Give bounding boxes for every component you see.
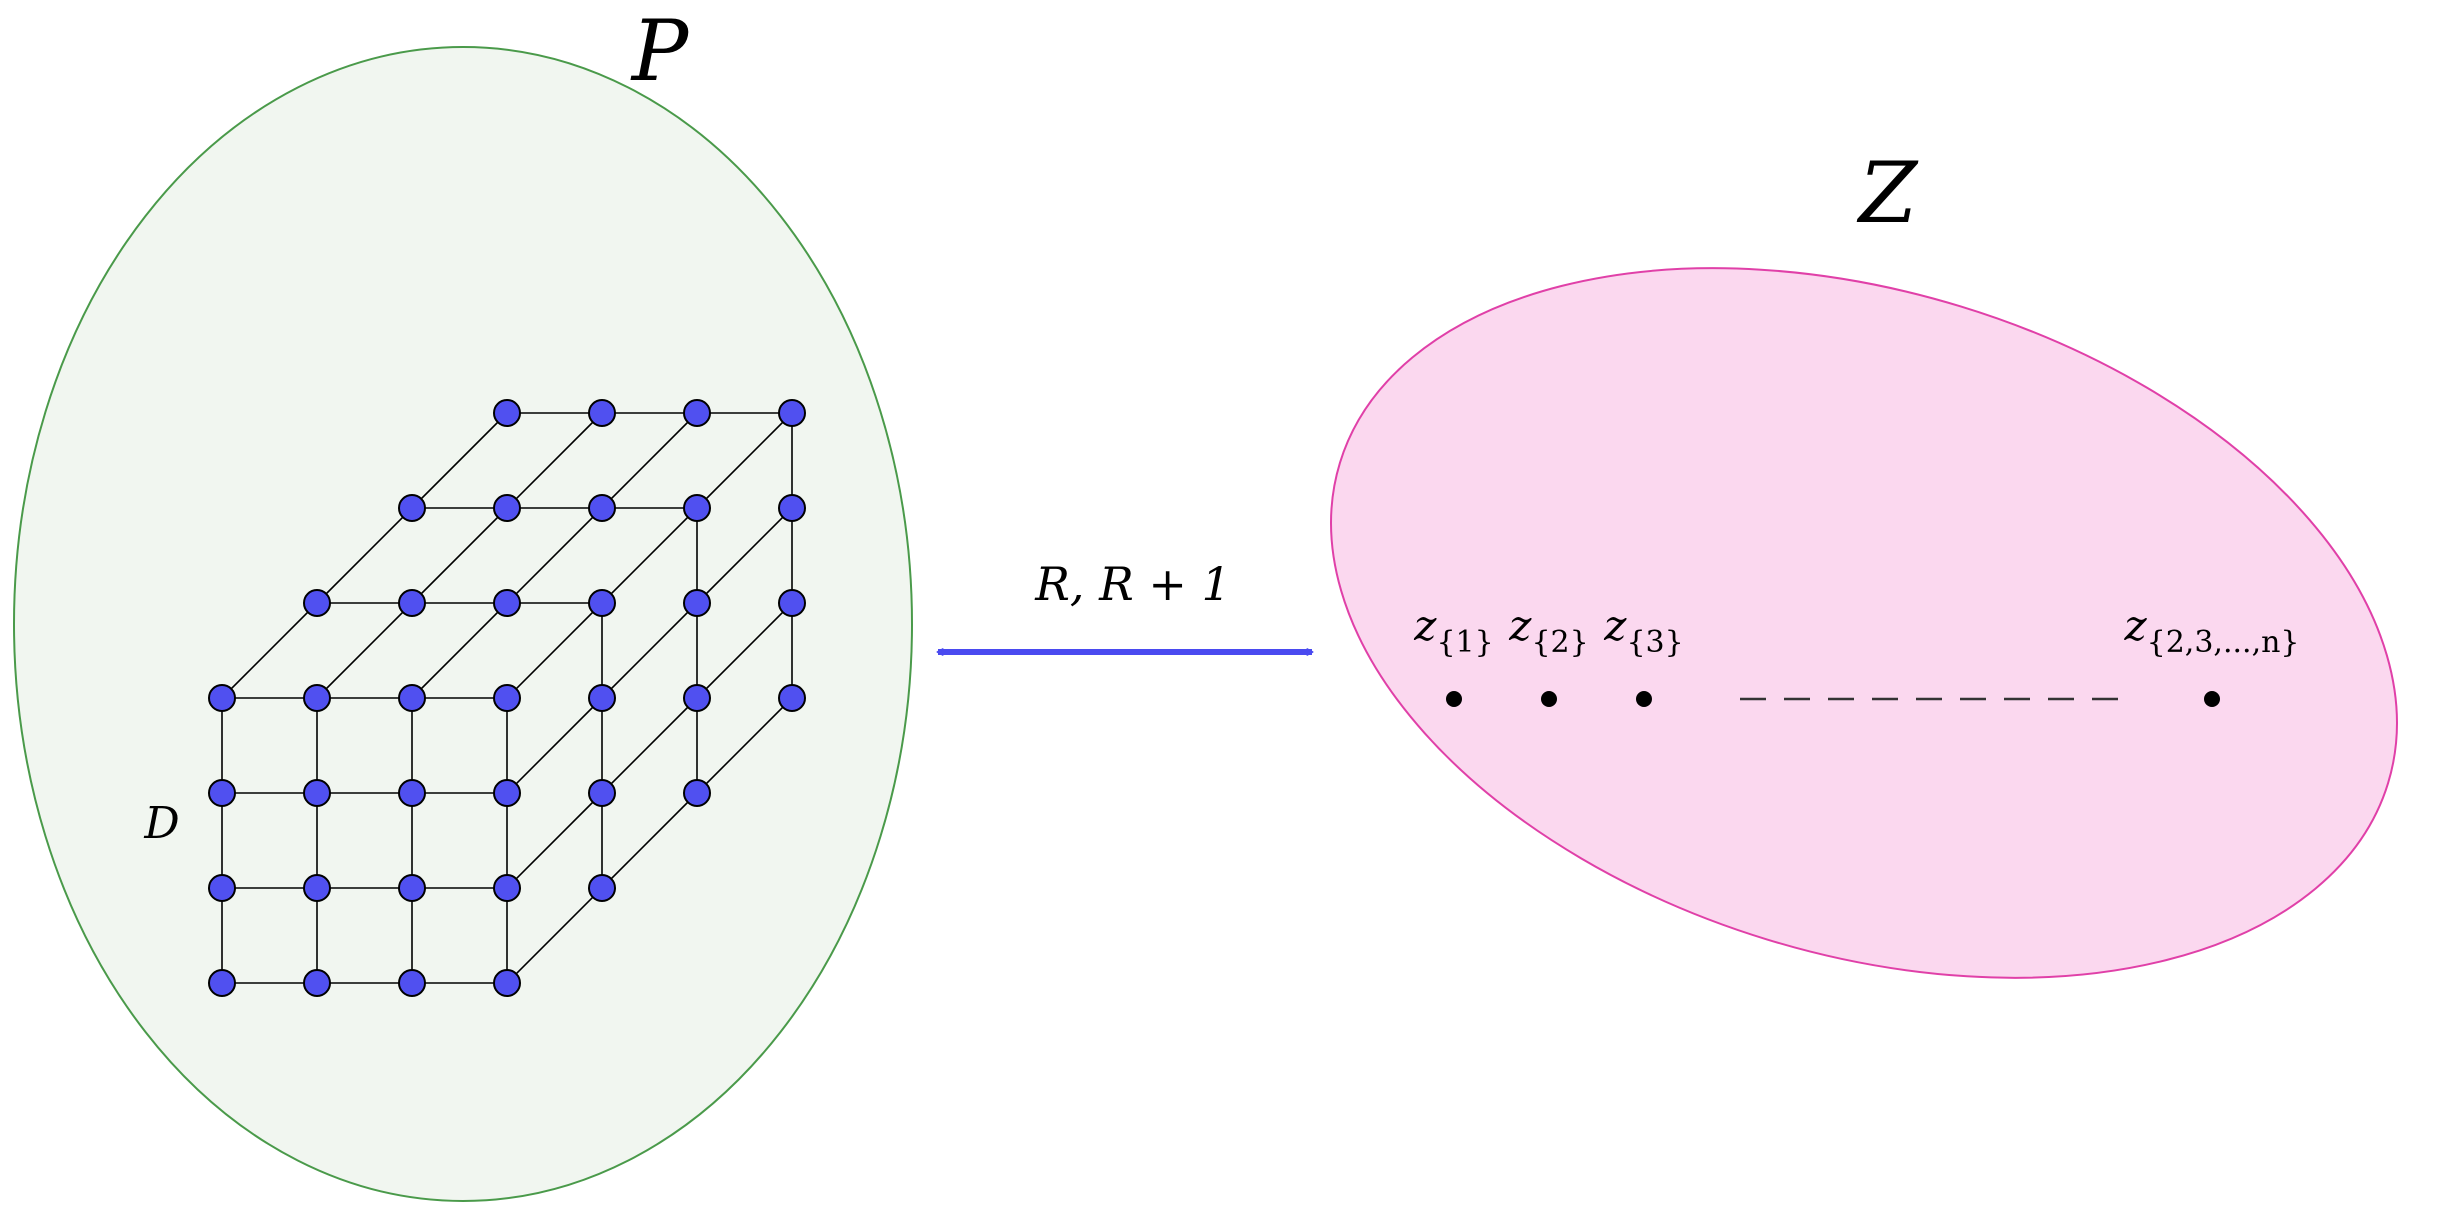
cube-edge: [221, 602, 318, 699]
cube-node: [778, 399, 806, 427]
cube-node: [493, 969, 521, 997]
cube-edge: [506, 887, 603, 984]
cube-edge: [316, 507, 413, 604]
cube-edge: [601, 507, 698, 604]
z-element-base: z: [1413, 601, 1437, 650]
cube-edge: [411, 412, 508, 509]
cube-node: [588, 874, 616, 902]
cube-edge: [506, 792, 603, 889]
z-element-base: z: [2123, 601, 2147, 650]
cube-edge: [601, 602, 698, 699]
cube-edge: [696, 602, 793, 699]
cube-edge: [601, 412, 698, 509]
set-p-ellipse: [13, 46, 913, 1202]
cube-edge: [506, 412, 603, 509]
set-z-group: [1330, 267, 2398, 979]
z-element-dot: [1636, 691, 1652, 707]
z-elements: z{1}z{2}z{3}z{2,3,...,n}: [1413, 601, 2300, 707]
cube-node: [588, 494, 616, 522]
z-element-dot: [2204, 691, 2220, 707]
cube-node: [683, 399, 711, 427]
cube-edge: [506, 697, 603, 794]
cube-nodes: [208, 399, 806, 997]
cube-edge: [696, 697, 793, 794]
cube-node: [493, 684, 521, 712]
z-element-subscript: {3}: [1626, 625, 1683, 660]
cube-node: [683, 589, 711, 617]
cube-node: [683, 684, 711, 712]
cube-edge: [506, 602, 603, 699]
cube-node: [493, 779, 521, 807]
cube-node: [683, 779, 711, 807]
cube-edge: [601, 697, 698, 794]
set-z-ellipse: [1330, 267, 2398, 979]
z-element-subscript: {2}: [1531, 625, 1588, 660]
z-element-subscript: {1}: [1436, 625, 1493, 660]
cube-edge: [506, 507, 603, 604]
cube-node: [493, 874, 521, 902]
cube-node: [778, 684, 806, 712]
cube-edge: [696, 412, 793, 509]
cube-node: [208, 684, 236, 712]
cube-node: [778, 494, 806, 522]
cube-node: [588, 589, 616, 617]
relation-label: R, R + 1: [1034, 557, 1231, 611]
cube-edge: [601, 792, 698, 889]
z-element-dot: [1446, 691, 1462, 707]
z-element-label: z{2}: [1508, 601, 1588, 660]
cube-node: [493, 589, 521, 617]
cube-node: [303, 969, 331, 997]
z-element-dot: [1541, 691, 1557, 707]
z-element-label: z{3}: [1603, 601, 1683, 660]
cube-node: [778, 589, 806, 617]
z-element-label: z{1}: [1413, 601, 1493, 660]
cube-node: [493, 494, 521, 522]
cube-node: [588, 779, 616, 807]
cube-node: [303, 779, 331, 807]
cube-label: D: [143, 798, 179, 849]
cube-node: [208, 779, 236, 807]
cube-node: [493, 399, 521, 427]
z-element-subscript: {2,3,...,n}: [2147, 625, 2300, 660]
cube-edge: [316, 602, 413, 699]
cube-node: [683, 494, 711, 522]
cube-node: [588, 399, 616, 427]
cube-node: [398, 494, 426, 522]
cube-node: [208, 969, 236, 997]
cube-node: [398, 969, 426, 997]
cube-node: [303, 589, 331, 617]
cube-node: [303, 684, 331, 712]
cube-edge: [411, 602, 508, 699]
cube-node: [303, 874, 331, 902]
cube-edge: [411, 507, 508, 604]
cube-edges: [221, 412, 793, 984]
z-element-base: z: [1508, 601, 1532, 650]
cube-node: [398, 589, 426, 617]
cube-node: [398, 684, 426, 712]
cube-node: [588, 684, 616, 712]
z-element-base: z: [1603, 601, 1627, 650]
cube-edge: [696, 507, 793, 604]
cube-node: [398, 874, 426, 902]
set-z-label: Z: [1856, 144, 1919, 242]
set-p-label: P: [630, 2, 690, 100]
z-element-label: z{2,3,...,n}: [2123, 601, 2299, 660]
cube-node: [398, 779, 426, 807]
cube-node: [208, 874, 236, 902]
